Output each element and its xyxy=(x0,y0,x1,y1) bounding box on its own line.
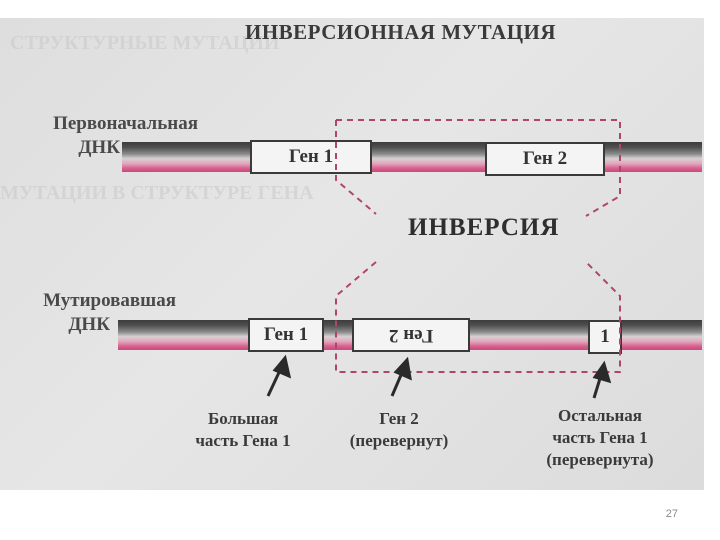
slide-photo: СТРУКТУРНЫЕ МУТАЦИИ МУТАЦИИ В СТРУКТУРЕ … xyxy=(0,18,704,490)
caption-larger-part-gene1: Большая часть Гена 1 xyxy=(195,409,291,450)
gene-1-box: Ген 1 xyxy=(250,140,372,174)
bleed-through-text: СТРУКТУРНЫЕ МУТАЦИИ xyxy=(10,32,280,54)
arrow-rest-part xyxy=(592,360,612,399)
gene-2-inverted-box: Ген 2 xyxy=(352,318,470,352)
inversion-region-bottom-outline xyxy=(335,261,621,373)
arrow-larger-part xyxy=(266,354,292,397)
diagram-title: ИНВЕРСИОННАЯ МУТАЦИЯ xyxy=(245,20,557,44)
mutated-dna-label: Мутировавшая ДНК xyxy=(43,290,176,335)
inversion-label: ИНВЕРСИЯ xyxy=(408,214,560,241)
gene-1-remaining-part-box: 1 xyxy=(588,320,622,354)
arrow-gene2-flipped xyxy=(390,356,412,397)
original-dna-strand xyxy=(122,142,702,172)
bleed-through-text: МУТАЦИИ В СТРУКТУРЕ ГЕНА xyxy=(0,182,314,204)
caption-remaining-part-gene1: Остальная часть Гена 1 (перевернута) xyxy=(546,406,654,469)
inversion-region-top-outline xyxy=(335,119,621,217)
caption-gene2-flipped: Ген 2 (перевернут) xyxy=(349,409,449,450)
original-dna-label: Первоначальная ДНК xyxy=(53,113,198,158)
page-number: 27 xyxy=(665,508,678,520)
gene-2-box: Ген 2 xyxy=(485,142,605,176)
gene-1-large-part-box: Ген 1 xyxy=(248,318,324,352)
